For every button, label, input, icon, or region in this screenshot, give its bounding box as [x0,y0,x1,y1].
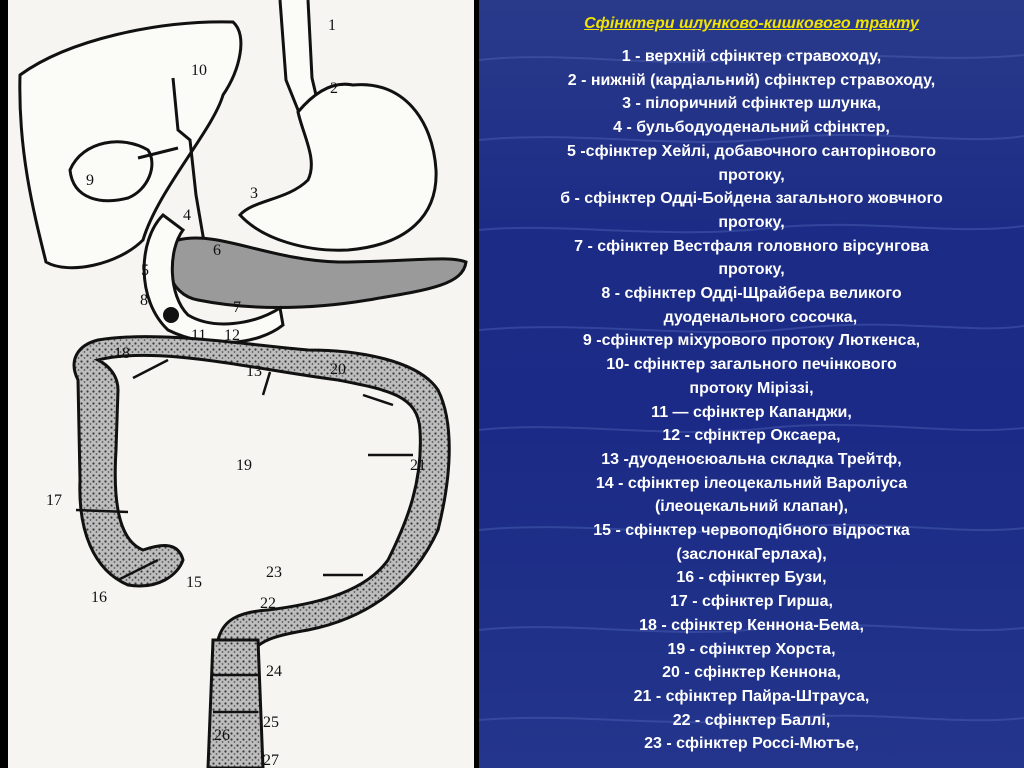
legend-title: Сфінктери шлунково-кишкового тракту [479,15,1024,33]
label-13: 13 [246,363,262,380]
legend-line: 4 - бульбодуоденальний сфінктер, [479,116,1024,140]
legend-line: протоку, [479,211,1024,235]
label-7: 7 [233,299,241,316]
label-12: 12 [224,327,240,344]
legend-line: 9 -сфінктер міхурового протоку Люткенса, [479,329,1024,353]
rectum [208,640,263,768]
legend-line: 7 - сфінктер Вестфаля головного вірсунго… [479,235,1024,259]
legend-line: 3 - пілоричний сфінктер шлунка, [479,92,1024,116]
label-19: 19 [236,457,252,474]
label-20: 20 [330,361,346,378]
label-27: 27 [263,752,279,768]
label-11: 11 [191,327,206,344]
label-21: 21 [410,457,426,474]
label-16: 16 [91,589,107,606]
legend-line: б - сфінктер Одді-Бойдена загального жов… [479,187,1024,211]
label-5: 5 [141,262,149,279]
digestive-tract-drawing: 1 2 3 4 5 6 7 8 9 10 11 12 13 18 19 20 2… [8,0,474,768]
legend-line: 10- сфінктер загального печінкового [479,353,1024,377]
legend-line: 12 - сфінктер Оксаера, [479,424,1024,448]
legend-line: 17 - сфінктер Гирша, [479,590,1024,614]
papilla [163,307,179,323]
anatomy-illustration: 1 2 3 4 5 6 7 8 9 10 11 12 13 18 19 20 2… [8,0,474,768]
legend-list: 1 - верхній сфінктер стравоходу,2 - нижн… [479,45,1024,756]
label-23: 23 [266,564,282,581]
legend-line: 21 - сфінктер Пайра-Штрауса, [479,685,1024,709]
label-4: 4 [183,207,191,224]
label-8: 8 [140,292,148,309]
label-17: 17 [46,492,62,509]
label-2: 2 [330,80,338,97]
legend-line: 18 - сфінктер Кеннона-Бема, [479,614,1024,638]
legend-line: протоку, [479,258,1024,282]
legend-panel: Сфінктери шлунково-кишкового тракту 1 - … [479,0,1024,768]
legend-line: 1 - верхній сфінктер стравоходу, [479,45,1024,69]
legend-line: 22 - сфінктер Баллі, [479,709,1024,733]
legend-line: 11 — сфінктер Капанджи, [479,401,1024,425]
label-18: 18 [114,345,130,362]
legend-line: (заслонкаГерлаха), [479,543,1024,567]
legend-line: 14 - сфінктер ілеоцекальний Вароліуса [479,472,1024,496]
legend-line: 8 - сфінктер Одді-Щрайбера великого [479,282,1024,306]
label-10: 10 [191,62,207,79]
legend-line: 15 - сфінктер червоподібного відростка [479,519,1024,543]
colon [74,337,449,690]
label-24: 24 [266,663,282,680]
label-9: 9 [86,172,94,189]
label-15: 15 [186,574,202,591]
label-3: 3 [250,185,258,202]
legend-line: 16 - сфінктер Бузи, [479,566,1024,590]
label-26: 26 [214,727,230,744]
legend-line: 19 - сфінктер Хорста, [479,638,1024,662]
legend-line: протоку Міріззі, [479,377,1024,401]
label-25: 25 [263,714,279,731]
legend-line: 2 - нижній (кардіальний) сфінктер страво… [479,69,1024,93]
legend-line: 5 -сфінктер Хейлі, добавочного санторіно… [479,140,1024,164]
legend-line: 13 -дуоденоєюальна складка Трейтф, [479,448,1024,472]
legend-line: дуоденального сосочка, [479,306,1024,330]
label-1: 1 [328,17,336,34]
legend-line: 20 - сфінктер Кеннона, [479,661,1024,685]
legend-line: протоку, [479,164,1024,188]
legend-line: (ілеоцекальний клапан), [479,495,1024,519]
legend-line: 23 - сфінктер Россі-Мютъе, [479,732,1024,756]
label-6: 6 [213,242,221,259]
label-22: 22 [260,595,276,612]
stomach [240,84,436,250]
